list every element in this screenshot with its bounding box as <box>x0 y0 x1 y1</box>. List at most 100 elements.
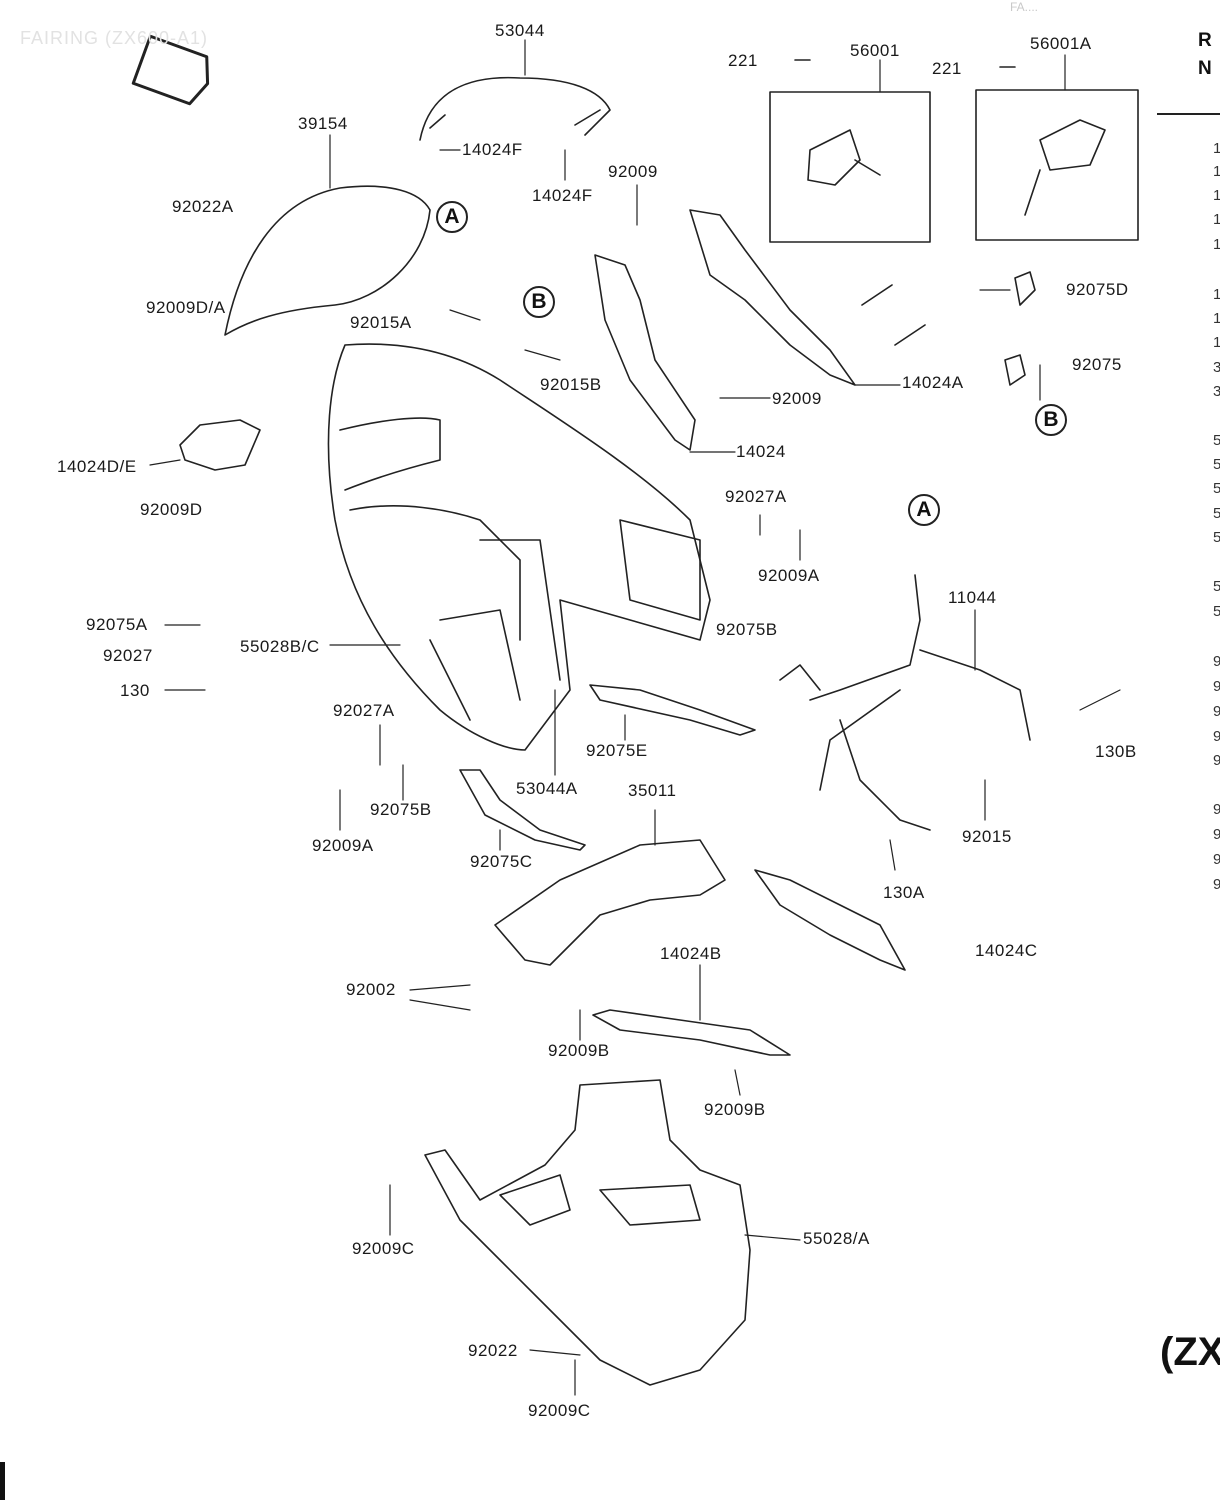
ref-number-row: 5 <box>1213 480 1220 497</box>
label-92015a: 92015A <box>350 313 412 332</box>
ref-number-row: 1 <box>1213 187 1220 204</box>
ref-number-row: 9 <box>1213 728 1220 745</box>
ref-number-row: 1 <box>1213 211 1220 228</box>
label-92009a-top: 92009A <box>758 566 820 585</box>
callout-b-lower: B <box>1035 404 1067 436</box>
label-92015b: 92015B <box>540 375 602 394</box>
page-stamp: FA.... <box>1010 0 1039 14</box>
ref-number-row: 5 <box>1213 603 1220 620</box>
mirror-56001-box <box>769 91 931 243</box>
ref-number-row: 9 <box>1213 653 1220 670</box>
front-arrow-icon <box>131 34 210 106</box>
label-92009a-low: 92009A <box>312 836 374 855</box>
ref-number-row: 9 <box>1213 678 1220 695</box>
label-92075c: 92075C <box>470 852 533 871</box>
part-14024a-bracket <box>689 209 856 386</box>
label-53044a: 53044A <box>516 779 578 798</box>
label-92009c-a: 92009C <box>352 1239 415 1258</box>
label-92009d-a: 92009D/A <box>146 298 226 317</box>
label-92027a-top: 92027A <box>725 487 787 506</box>
label-92009c-b: 92009C <box>528 1401 591 1420</box>
model-code: (ZX <box>1160 1330 1220 1374</box>
label-92015: 92015 <box>962 827 1012 846</box>
ref-number-row: 1 <box>1213 334 1220 351</box>
part-55028-lower-fairing <box>424 1079 751 1386</box>
callout-b-upper: B <box>523 286 555 318</box>
label-92022: 92022 <box>468 1341 518 1360</box>
label-92075b-low: 92075B <box>370 800 432 819</box>
label-92075e: 92075E <box>586 741 648 760</box>
part-35011-stay <box>494 839 726 966</box>
callout-a-lower: A <box>908 494 940 526</box>
label-35011: 35011 <box>628 781 677 800</box>
page-edge-bar <box>0 1462 5 1500</box>
ref-number-row: 9 <box>1213 826 1220 843</box>
ref-number-row: 9 <box>1213 703 1220 720</box>
ref-number-row: 5 <box>1213 505 1220 522</box>
label-56001: 56001 <box>850 41 900 60</box>
label-56001a: 56001A <box>1030 34 1092 53</box>
part-14024d-bracket <box>179 419 261 471</box>
label-92027: 92027 <box>103 646 153 665</box>
ref-col-header-bottom: N <box>1198 58 1212 79</box>
label-92075d: 92075D <box>1066 280 1129 299</box>
label-92009-top: 92009 <box>608 162 658 181</box>
callout-a-upper: A <box>436 201 468 233</box>
label-221-b: 221 <box>932 59 962 78</box>
part-upper-fairing <box>327 343 711 751</box>
part-92075e-bracket <box>589 684 756 736</box>
ref-number-row: 5 <box>1213 456 1220 473</box>
ref-number-row: 1 <box>1213 286 1220 303</box>
label-14024b: 14024B <box>660 944 722 963</box>
mirror-56001a <box>1024 119 1106 216</box>
ref-col-header-top: R <box>1198 30 1212 51</box>
label-55028bc: 55028B/C <box>240 637 320 656</box>
ref-number-row: 3 <box>1213 383 1220 400</box>
ref-number-row: 5 <box>1213 432 1220 449</box>
ref-col-rule <box>1157 113 1220 115</box>
label-11044: 11044 <box>948 588 997 607</box>
label-14024f-a: 14024F <box>462 140 523 159</box>
label-92002: 92002 <box>346 980 396 999</box>
label-14024c: 14024C <box>975 941 1038 960</box>
mirror-56001 <box>807 129 881 186</box>
part-14024c-bracket <box>754 869 906 971</box>
label-92009b-a: 92009B <box>548 1041 610 1060</box>
ref-number-row: 1 <box>1213 310 1220 327</box>
ref-number-row: 9 <box>1213 752 1220 769</box>
part-53044-stay <box>419 76 611 141</box>
label-92009b-b: 92009B <box>704 1100 766 1119</box>
label-92075b-top: 92075B <box>716 620 778 639</box>
label-39154: 39154 <box>298 114 348 133</box>
label-130a: 130A <box>883 883 925 902</box>
ref-number-row: 5 <box>1213 578 1220 595</box>
label-55028a: 55028/A <box>803 1229 870 1248</box>
label-130b: 130B <box>1095 742 1137 761</box>
ref-number-row: 1 <box>1213 163 1220 180</box>
label-92075a: 92075A <box>86 615 148 634</box>
part-14024b-bracket <box>592 1009 791 1056</box>
label-14024a: 14024A <box>902 373 964 392</box>
ref-number-row: 1 <box>1213 236 1220 253</box>
label-92009d: 92009D <box>140 500 203 519</box>
label-130: 130 <box>120 681 150 700</box>
page-header-title: FAIRING (ZX600-A1) <box>20 28 209 48</box>
label-221-a: 221 <box>728 51 758 70</box>
ref-number-row: 5 <box>1213 529 1220 546</box>
label-14024f-b: 14024F <box>532 186 593 205</box>
label-92027a-low: 92027A <box>333 701 395 720</box>
label-14024: 14024 <box>736 442 786 461</box>
ref-number-row: 9 <box>1213 851 1220 868</box>
ref-number-row: 9 <box>1213 876 1220 893</box>
part-92075c-bracket <box>459 769 586 851</box>
mirror-56001a-box <box>975 89 1139 241</box>
ref-number-row: 9 <box>1213 801 1220 818</box>
label-92009-mid: 92009 <box>772 389 822 408</box>
label-92075: 92075 <box>1072 355 1122 374</box>
label-53044: 53044 <box>495 21 545 40</box>
part-39154-windshield <box>224 185 431 336</box>
label-14024d: 14024D/E <box>57 457 137 476</box>
ref-number-row: 1 <box>1213 140 1220 157</box>
part-11044-frame <box>779 574 1031 831</box>
